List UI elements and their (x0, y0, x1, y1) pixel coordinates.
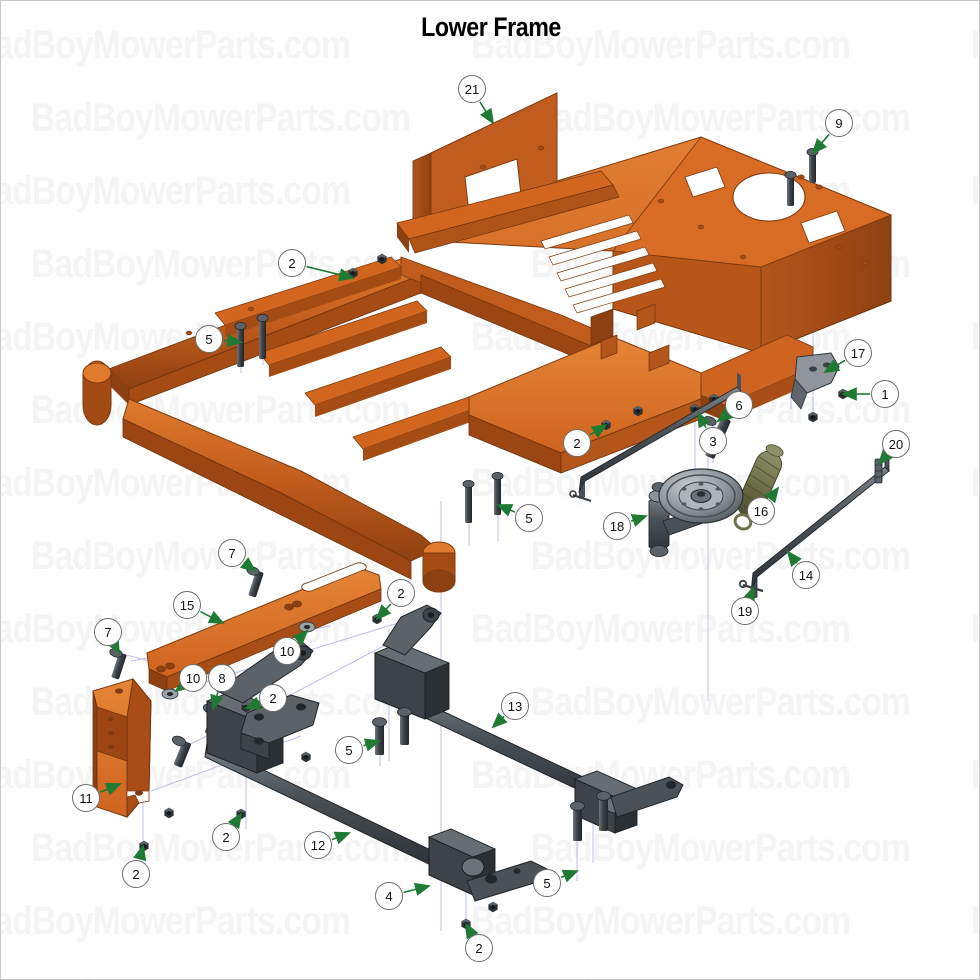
leader-line (306, 265, 341, 276)
leader-arrowhead (210, 693, 224, 711)
leader-line (479, 101, 487, 113)
leader-arrowhead (764, 486, 780, 504)
leader-arrowhead (480, 107, 495, 125)
callout-2[interactable]: 2 (259, 684, 287, 712)
leader-arrowhead (104, 783, 122, 796)
extension-spring-16 (733, 444, 784, 531)
callout-16[interactable]: 16 (747, 497, 775, 525)
leader-arrowhead (811, 138, 828, 155)
leader-line (509, 509, 516, 513)
leader-arrowhead (337, 268, 355, 282)
leader-arrowhead (292, 629, 309, 646)
callout-5[interactable]: 5 (515, 504, 543, 532)
callout-7[interactable]: 7 (94, 618, 122, 646)
bolt-group-7 (109, 566, 264, 680)
leader-line (403, 888, 417, 894)
leader-arrowhead (133, 844, 147, 862)
callout-3[interactable]: 3 (699, 427, 727, 455)
page-title: Lower Frame (421, 12, 561, 42)
bracket-11 (92, 677, 152, 819)
callout-5[interactable]: 5 (195, 325, 223, 353)
leader-arrowhead (375, 604, 392, 621)
callout-18[interactable]: 18 (603, 512, 631, 540)
callout-1[interactable]: 1 (871, 380, 899, 408)
callout-5[interactable]: 5 (335, 736, 363, 764)
rod-center (569, 373, 742, 503)
bolt-group-5-lower (372, 707, 611, 841)
bracket-17 (790, 352, 840, 410)
callout-14[interactable]: 14 (792, 561, 820, 589)
callout-15[interactable]: 15 (173, 591, 201, 619)
callout-8[interactable]: 8 (208, 664, 236, 692)
leader-arrowhead (561, 869, 579, 883)
callout-10[interactable]: 10 (273, 637, 301, 665)
leader-arrowhead (491, 712, 508, 729)
callout-11[interactable]: 11 (72, 784, 100, 812)
leader-arrowhead (413, 882, 431, 896)
callout-2[interactable]: 2 (465, 934, 493, 962)
idler-pulley (658, 468, 744, 524)
leader-arrowhead (333, 831, 351, 845)
leader-arrowhead (239, 557, 257, 573)
leader-arrowhead (363, 738, 381, 752)
callout-2[interactable]: 2 (278, 249, 306, 277)
callout-2[interactable]: 2 (563, 429, 591, 457)
leader-line (200, 610, 212, 618)
leader-line (385, 603, 392, 610)
leader-arrowhead (590, 423, 608, 438)
leader-arrowhead (244, 696, 262, 710)
bolt-group-9 (784, 148, 819, 206)
leader-arrowhead (630, 514, 648, 527)
callout-7[interactable]: 7 (218, 539, 246, 567)
callout-21[interactable]: 21 (458, 75, 486, 103)
leader-arrowhead (697, 411, 711, 429)
leader-arrowhead (823, 359, 841, 374)
callout-2[interactable]: 2 (387, 579, 415, 607)
clip-20 (874, 458, 883, 484)
bolt-group-5-upper (234, 314, 269, 367)
leader-arrowhead (207, 610, 225, 624)
leader-line (331, 836, 338, 841)
callout-13[interactable]: 13 (501, 692, 529, 720)
leader-arrowhead (840, 387, 857, 401)
callout-12[interactable]: 12 (304, 831, 332, 859)
leader-arrowhead (786, 550, 802, 568)
leader-line (99, 788, 109, 794)
leader-arrowhead (226, 334, 244, 348)
callout-20[interactable]: 20 (882, 430, 910, 458)
leader-line (820, 133, 830, 144)
callout-5[interactable]: 5 (533, 869, 561, 897)
callout-10[interactable]: 10 (179, 664, 207, 692)
pivot-bracket (240, 694, 320, 760)
callout-2[interactable]: 2 (122, 860, 150, 888)
callout-17[interactable]: 17 (844, 339, 872, 367)
callout-6[interactable]: 6 (725, 391, 753, 419)
callout-2[interactable]: 2 (212, 823, 240, 851)
leader-line (589, 431, 596, 436)
callout-9[interactable]: 9 (825, 109, 853, 137)
leader-line (835, 359, 846, 367)
callout-4[interactable]: 4 (375, 882, 403, 910)
leader-arrowhead (496, 504, 514, 517)
callout-19[interactable]: 19 (731, 597, 759, 625)
